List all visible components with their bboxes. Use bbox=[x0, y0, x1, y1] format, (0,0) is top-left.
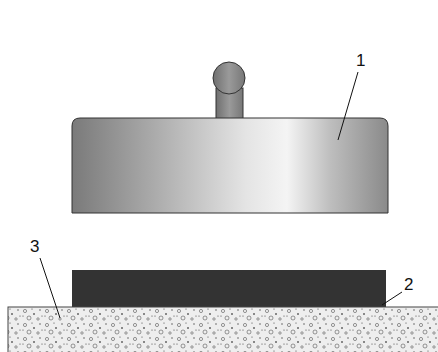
leader-line bbox=[338, 72, 358, 140]
dark-pad bbox=[72, 270, 386, 307]
callout-number: 3 bbox=[30, 238, 39, 255]
porous-substrate bbox=[8, 307, 438, 352]
knob-ball bbox=[213, 62, 245, 94]
callout-number: 2 bbox=[404, 276, 413, 293]
leader-line bbox=[382, 292, 402, 305]
callout-number: 1 bbox=[356, 52, 365, 69]
leader-line bbox=[40, 258, 60, 318]
